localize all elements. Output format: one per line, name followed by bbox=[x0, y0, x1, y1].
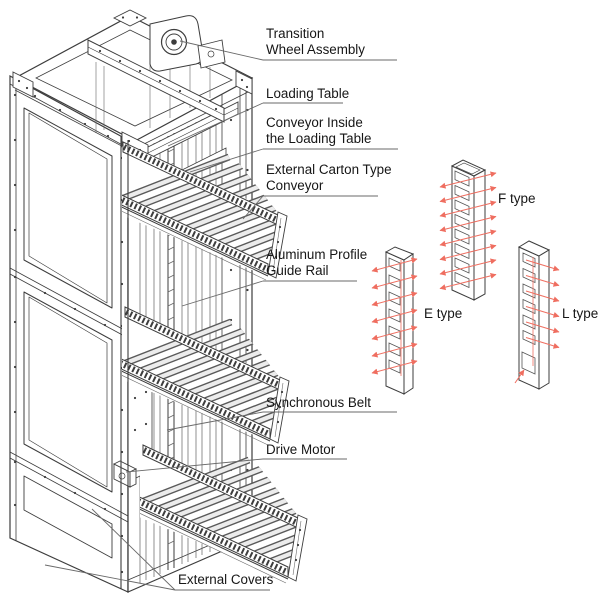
profile-f-type bbox=[439, 159, 497, 301]
transition-wheel-motor bbox=[149, 15, 226, 72]
cover-panel-middle bbox=[23, 291, 113, 493]
tower-left-face-covers bbox=[9, 74, 129, 593]
cross-beam bbox=[87, 39, 225, 123]
callout-loading-table: Loading Table bbox=[266, 86, 350, 101]
callout-drive-motor: Drive Motor bbox=[266, 442, 336, 457]
label-e-type: E type bbox=[424, 306, 463, 321]
transition-wheel-assembly-part bbox=[12, 9, 254, 161]
front-corner-post bbox=[120, 136, 129, 592]
callout-aluminum-profile-guide-rail: Aluminum Profile Guide Rail bbox=[266, 247, 368, 278]
cover-panel-base bbox=[23, 475, 113, 559]
profile-e-type bbox=[371, 246, 418, 395]
label-f-type: F type bbox=[498, 191, 536, 206]
cover-panel-upper bbox=[23, 107, 113, 309]
callout-leaders bbox=[44, 40, 398, 591]
callout-external-carton-type-conveyor: External Carton Type Conveyor bbox=[266, 162, 392, 193]
drive-motor-part bbox=[112, 460, 138, 488]
callout-external-covers: External Covers bbox=[178, 572, 274, 587]
f-type-arrows bbox=[439, 171, 497, 291]
callout-transition-wheel-assembly: Transition Wheel Assembly bbox=[266, 26, 365, 57]
callout-conveyor-inside-loading-table: Conveyor Inside the Loading Table bbox=[266, 115, 372, 146]
l-type-arrows bbox=[514, 259, 560, 384]
profile-l-type bbox=[514, 240, 560, 390]
callout-synchronous-belt: Synchronous Belt bbox=[266, 395, 371, 410]
e-type-arrows bbox=[371, 257, 418, 375]
label-l-type: L type bbox=[562, 306, 599, 321]
